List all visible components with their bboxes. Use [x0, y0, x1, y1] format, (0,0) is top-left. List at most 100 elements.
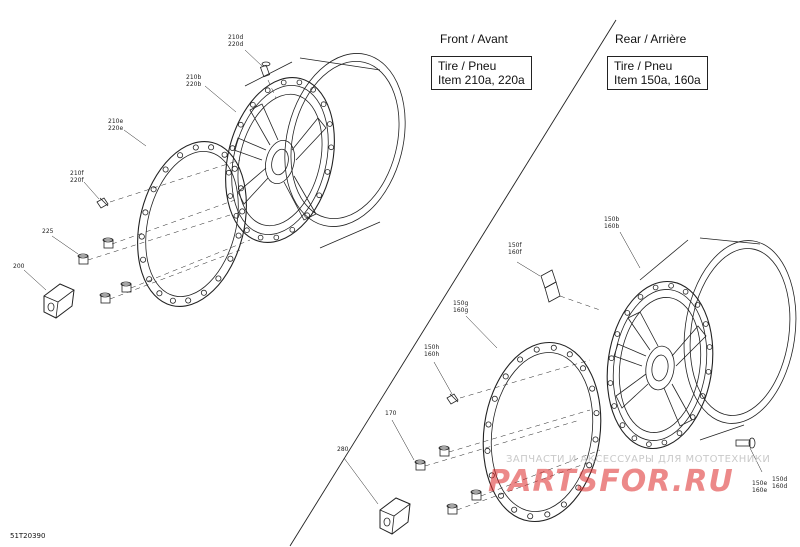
- bolt-hole: [550, 344, 557, 351]
- bolt-hole: [511, 506, 518, 513]
- bolt-hole: [631, 435, 638, 442]
- bolt-hole: [289, 227, 296, 233]
- bolt-hole: [156, 290, 163, 297]
- bolt-hole: [580, 365, 587, 372]
- callout-170: 170: [385, 410, 397, 417]
- bolt-hole: [227, 193, 234, 199]
- drawing-number: 51T20390: [10, 532, 46, 540]
- front-callout-leaders: [23, 49, 263, 291]
- front-beadlock-ring: [137, 140, 247, 308]
- bolt-hole: [646, 441, 652, 448]
- bolt-hole: [200, 289, 207, 296]
- rear-callout-leaders: [343, 231, 763, 505]
- bolt-hole: [699, 393, 706, 399]
- front-tire-note-line1: Tire / Pneu: [438, 59, 497, 73]
- bolt-hole: [589, 385, 596, 392]
- bolt-hole: [233, 213, 240, 219]
- bolt-hole: [668, 282, 674, 289]
- rear-wheel-rim: [606, 237, 797, 450]
- rear-section-title: Rear / Arrière: [615, 32, 687, 46]
- rear-hardware: [379, 393, 482, 535]
- watermark-logo: PARTSFOR.RU: [488, 464, 734, 499]
- rear-balance-weights: [540, 269, 561, 303]
- bolt-hole: [624, 310, 631, 316]
- bolt-hole: [611, 403, 617, 409]
- bolt-hole: [566, 351, 573, 358]
- bolt-hole: [239, 208, 246, 215]
- bolt-hole: [682, 288, 689, 295]
- bolt-hole: [485, 421, 492, 428]
- bolt-hole: [491, 395, 498, 402]
- front-wheel-rim: [225, 53, 406, 249]
- bolt-hole: [227, 255, 234, 262]
- bolt-hole: [533, 346, 540, 353]
- callout-225: 225: [42, 228, 54, 235]
- bolt-hole: [619, 422, 626, 428]
- rear-tire-note-line1: Tire / Pneu: [614, 59, 673, 73]
- front-tire-note-line2: Item 210a, 220a: [438, 73, 525, 87]
- bolt-hole: [560, 501, 567, 508]
- bolt-hole: [676, 430, 683, 436]
- bolt-hole: [238, 121, 244, 128]
- bolt-hole: [527, 513, 534, 520]
- bolt-hole: [142, 209, 149, 216]
- bolt-hole: [593, 410, 600, 417]
- bolt-hole: [310, 87, 316, 93]
- bolt-hole: [177, 152, 184, 159]
- bolt-hole: [517, 356, 524, 363]
- rear-rim-bolts: [607, 282, 713, 448]
- bolt-hole: [637, 294, 644, 300]
- bolt-hole: [138, 233, 145, 240]
- bolt-hole: [273, 234, 280, 241]
- bolt-hole: [607, 380, 614, 386]
- bolt-hole: [702, 321, 709, 327]
- bolt-hole: [150, 186, 157, 193]
- front-leader-lines: [87, 79, 277, 300]
- bolt-hole: [586, 462, 593, 469]
- bolt-hole: [162, 166, 169, 173]
- bolt-hole: [484, 447, 491, 454]
- front-rim-bolts: [226, 79, 335, 241]
- rear-ring-bolts: [484, 344, 600, 520]
- bolt-hole: [694, 302, 701, 308]
- bolt-hole: [257, 234, 264, 241]
- bolt-hole: [244, 227, 250, 234]
- bolt-hole: [324, 169, 331, 175]
- bolt-hole: [592, 436, 599, 443]
- bolt-hole: [544, 511, 551, 518]
- bolt-hole: [316, 192, 323, 199]
- bolt-hole: [497, 492, 504, 499]
- bolt-hole: [320, 101, 327, 107]
- bolt-hole: [250, 102, 256, 108]
- rear-leader-lines: [424, 295, 601, 511]
- bolt-hole: [608, 355, 615, 362]
- rear-valve-stem: [735, 437, 756, 449]
- front-ring-bolts: [138, 144, 246, 304]
- rear-tire-note-line2: Item 150a, 160a: [614, 73, 701, 87]
- front-section-title: Front / Avant: [440, 32, 508, 46]
- rear-beadlock-ring: [482, 341, 602, 523]
- front-hardware: [43, 197, 132, 319]
- bolt-hole: [229, 145, 236, 151]
- bolt-hole: [185, 297, 192, 304]
- bolt-hole: [280, 79, 287, 86]
- bolt-hole: [296, 79, 303, 86]
- bolt-hole: [502, 373, 509, 380]
- bolt-hole: [208, 144, 215, 151]
- bolt-hole: [226, 169, 232, 176]
- bolt-hole: [328, 144, 335, 151]
- bolt-hole: [146, 276, 153, 283]
- bolt-hole: [192, 144, 199, 151]
- bolt-hole: [215, 275, 222, 282]
- front-valve-stem: [259, 61, 271, 78]
